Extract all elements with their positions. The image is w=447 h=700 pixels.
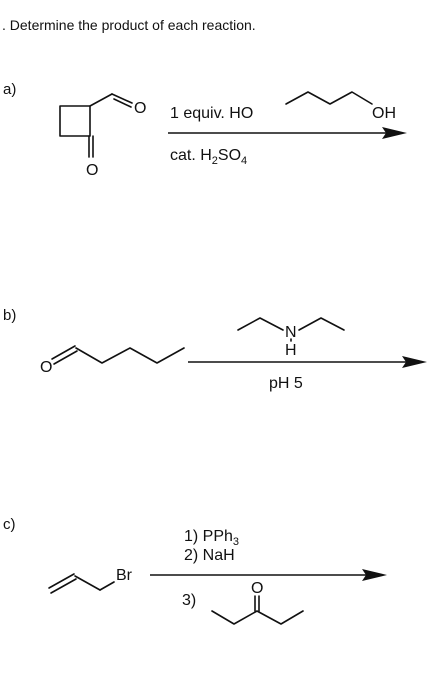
butanal-chain [75,347,185,364]
ketone-oxygen: O [86,162,98,179]
ethylene-glycol-text-oh: OH [372,105,396,122]
part-c-label: c) [3,516,16,533]
reagent-a-bottom: cat. H2SO4 [170,147,247,167]
reagent-a-top: 1 equiv. HO OH [170,91,396,122]
ethylene-glycol-text-ho: 1 equiv. HO [170,105,253,122]
aldehyde-c-o-double-bond [113,98,132,108]
reagent-b-bottom: pH 5 [269,375,303,392]
reaction-b: b) O N H pH 5 [3,307,427,392]
step-3-label: 3) [182,592,196,609]
vinyl-double-bond-outer [48,573,75,589]
question-prompt: . Determine the product of each reaction… [2,17,256,33]
carbonyl-double-bond-b [53,350,78,365]
step-1-reagent: 1) PPh3 [184,528,239,548]
cyclobutane-ring [59,105,91,137]
step-3-ketone-structure: O [211,580,304,625]
part-a-label: a) [3,81,16,98]
part-b-label: b) [3,307,16,324]
c-br-bond [99,581,115,591]
ketone-oxygen-c: O [251,580,263,597]
step-2-reagent: 2) NaH [184,547,235,564]
diol-chain [285,91,373,105]
arrow-head-b [402,356,427,368]
allyl-ch2-bond [74,575,101,591]
aldehyde-oxygen: O [134,100,146,117]
reactant-c-structure: Br [48,567,133,594]
aldehyde-oxygen-b: O [40,359,52,376]
bromine-atom: Br [116,567,133,584]
amine-nitrogen: N [285,324,297,341]
amine-hydrogen: H [285,342,297,359]
reaction-a: a) O O 1 equiv. HO OH cat. H2SO4 [3,81,407,179]
amine-right-ethyl [298,317,345,331]
ring-to-cho-bond [89,93,113,107]
amine-left-ethyl [237,317,284,331]
reactant-a-structure: O O [59,93,146,179]
pentanone-chain [211,610,304,625]
arrow-head-a [382,127,407,139]
arrow-head-c [362,569,387,581]
reagent-b-top: N H [237,317,345,359]
reactant-b-structure: O [40,345,185,376]
aldehyde-c-o-bond [111,93,133,104]
vinyl-double-bond-inner [50,578,77,594]
reaction-c: c) Br 1) PPh3 2) NaH 3) O [3,516,387,625]
carbonyl-bond-b [51,345,76,360]
